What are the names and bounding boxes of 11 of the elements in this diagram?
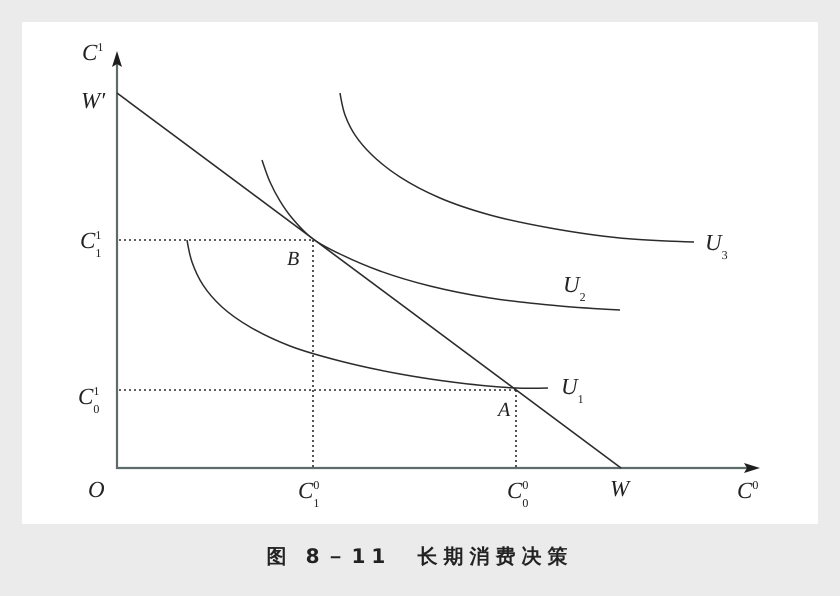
axis-label: C$^{0}$ xyxy=(737,479,758,502)
curve-label: U$_{2}$ xyxy=(563,273,586,303)
point-label: A xyxy=(498,400,510,420)
point-label: B xyxy=(287,249,300,269)
axis-label: C$^{1}$ xyxy=(82,41,104,64)
intercept-label: W′ xyxy=(81,89,106,112)
curve-label: U$_{3}$ xyxy=(705,231,728,261)
intercept-label: W xyxy=(610,477,630,500)
curve-label: U$_{1}$ xyxy=(561,375,584,405)
origin-label: O xyxy=(88,478,105,501)
figure-caption: 图 8－11 长期消费决策 xyxy=(266,544,574,568)
